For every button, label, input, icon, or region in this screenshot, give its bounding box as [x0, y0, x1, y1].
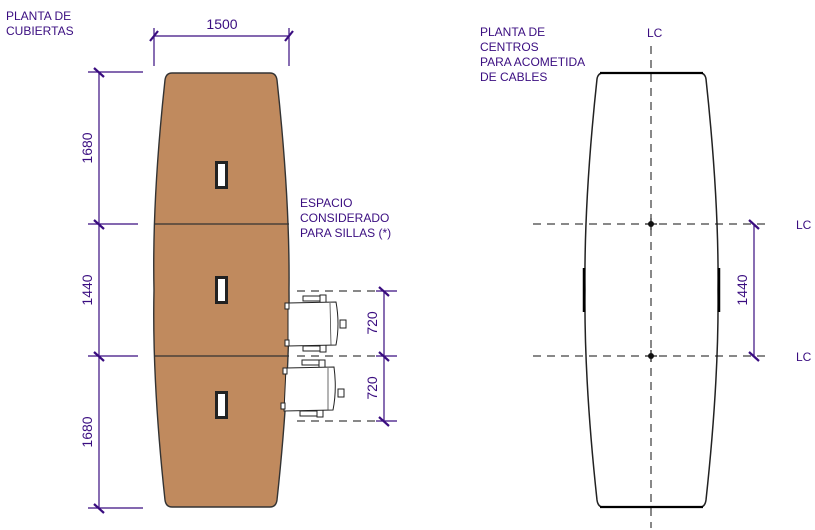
right-title-line-4: DE CABLES — [480, 70, 547, 84]
cable-center-point-1 — [645, 218, 657, 230]
centerline-symbol-top: LC — [647, 26, 663, 40]
chair-dimensions: 720 720 — [364, 286, 397, 427]
centerline-label-top: LC — [647, 26, 663, 40]
cable-grommet-2 — [215, 276, 228, 304]
center-dimension: 1440 — [734, 219, 760, 362]
centerline-label-2: LC — [796, 350, 812, 364]
chair-1 — [284, 294, 347, 353]
chair-note-line-1: ESPACIO — [300, 196, 352, 210]
right-title-line-1: PLANTA DE — [480, 25, 545, 39]
center-dim-label: 1440 — [734, 274, 750, 305]
width-dim-label: 1500 — [206, 16, 237, 32]
cable-center-point-2 — [645, 350, 657, 362]
centerline-label-1: LC — [796, 218, 812, 232]
chair-dim-label-2: 720 — [364, 376, 380, 400]
right-plan: PLANTA DE CENTROS PARA ACOMETIDA DE CABL… — [480, 25, 812, 528]
height-dim-label-2: 1440 — [79, 274, 95, 305]
width-dimension: 1500 — [149, 16, 294, 66]
cable-grommet-1 — [215, 161, 228, 189]
chair-dim-label-1: 720 — [364, 311, 380, 335]
height-dimensions: 1680 1440 1680 — [79, 67, 143, 514]
left-title-line-2: CUBIERTAS — [6, 24, 74, 38]
cable-grommet-3 — [215, 391, 228, 419]
chair-note-line-2: CONSIDERADO — [300, 211, 389, 225]
height-dim-label-3: 1680 — [79, 416, 95, 447]
right-title-line-3: PARA ACOMETIDA — [480, 55, 585, 69]
right-title-line-2: CENTROS — [480, 40, 539, 54]
left-plan: PLANTA DE CUBIERTAS 1500 — [6, 9, 397, 514]
height-dim-label-1: 1680 — [79, 132, 95, 163]
chair-2 — [280, 359, 345, 418]
chair-note-line-3: PARA SILLAS (*) — [300, 226, 391, 240]
left-title-line-1: PLANTA DE — [6, 9, 71, 23]
